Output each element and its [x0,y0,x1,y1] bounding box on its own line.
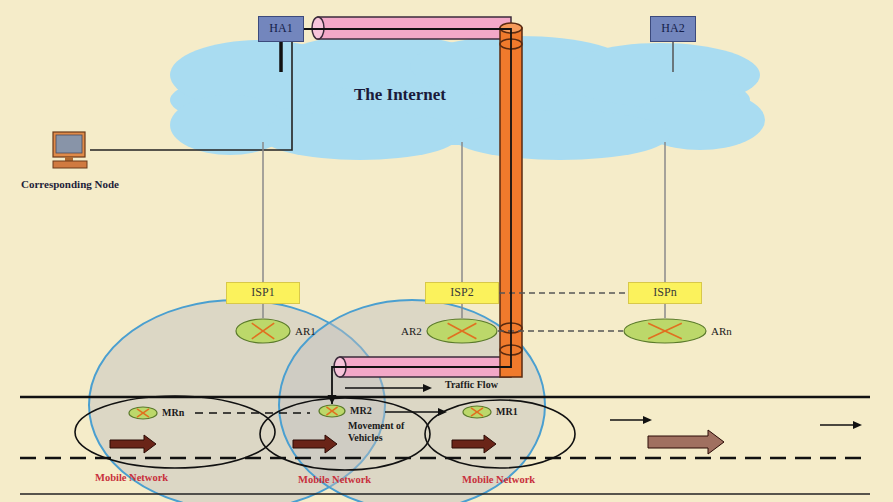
connector-line [262,304,264,318]
node-label: ISPn [653,286,676,300]
internet-cloud: The Internet [168,72,765,142]
node-label: Corresponding Node [20,178,120,191]
router-symbol [235,318,291,344]
mobile-router: MR2 [318,404,372,418]
connector-line [498,330,623,331]
connector [462,304,463,318]
connector-line [461,142,463,282]
flow-label: Traffic Flow [445,379,498,391]
connector [498,331,623,332]
movement-label: Movement of Vehicles [348,420,416,444]
computer-icon [50,130,90,170]
network-label: Mobile Network [298,474,371,487]
internet-cloud-shape [170,34,765,160]
arrowhead [328,395,337,404]
connector [263,142,264,282]
access-router: AR1 [235,318,316,344]
access-router: AR2 [401,318,498,344]
connector-line [461,304,463,318]
connector [665,142,666,282]
node-label: ISP1 [251,286,274,300]
mobile-network-outline [260,398,430,470]
network-label: Mobile Network [95,472,168,485]
connector [304,29,511,404]
node-label: MR1 [496,406,518,418]
mobile-network-outline [425,400,575,468]
isp-box: ISP1 [226,282,300,304]
computer-node: Corresponding Node [20,130,120,210]
home-agent-box: HA1 [258,16,304,42]
node-label: MRn [162,407,184,419]
connector [281,42,282,72]
mobile-network-outline [75,396,275,468]
mobile-router: MR1 [462,405,518,419]
connector [673,42,674,72]
connector-line [304,29,511,404]
motion-arrows [195,384,862,429]
node-label: AR2 [401,325,422,338]
vehicle-arrows [110,430,724,454]
router-symbol [426,318,498,344]
connector [263,304,264,318]
router-symbol [462,405,492,419]
access-router: ARn [623,318,732,344]
connector-line [262,142,264,282]
router-symbol [318,404,346,418]
connector-line [664,142,666,282]
connector-line [90,42,292,150]
home-agent-box: HA2 [650,16,696,42]
road-edge [20,493,870,495]
network-label: Mobile Network [462,474,535,487]
node-label: ARn [711,325,732,338]
connector-line [672,42,674,72]
node-label: ISP2 [450,286,473,300]
node-label: AR1 [295,325,316,338]
router-symbol [128,406,158,420]
connector [665,304,666,318]
connector-line [279,42,283,72]
connector [90,42,292,150]
isp-box: ISP2 [425,282,499,304]
connector [499,293,628,294]
node-label: MR2 [350,405,372,417]
mobile-router: MRn [128,406,185,420]
node-label: HA1 [269,22,292,36]
connector [462,142,463,282]
node-label: HA2 [661,22,684,36]
tunnel [312,17,511,377]
connector-line [499,292,628,293]
node-label: The Internet [354,85,446,105]
router-symbol [623,318,707,344]
isp-box: ISPn [628,282,702,304]
connector-line [664,304,666,318]
